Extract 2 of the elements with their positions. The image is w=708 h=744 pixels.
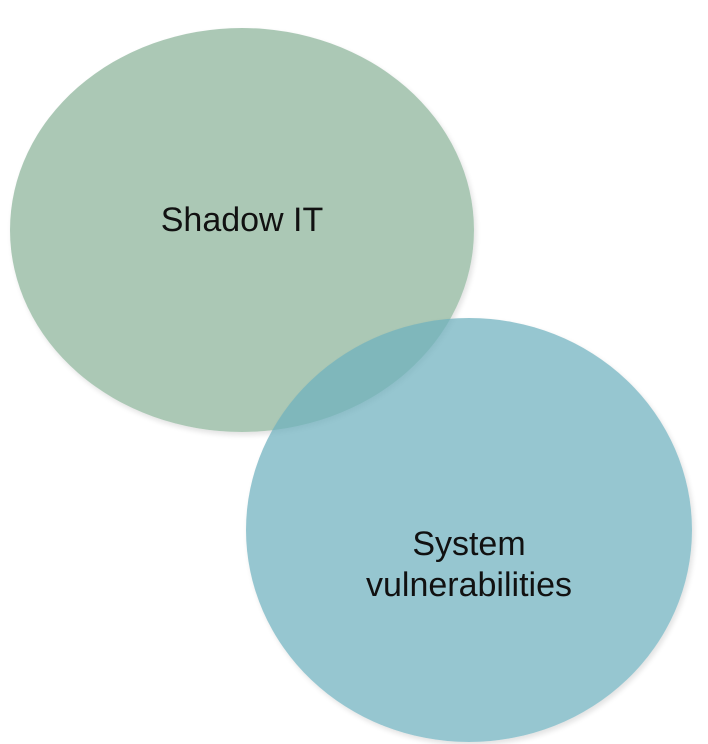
circle-label: Shadow IT bbox=[160, 200, 324, 240]
circle-label: System vulnerabilities bbox=[365, 524, 573, 606]
